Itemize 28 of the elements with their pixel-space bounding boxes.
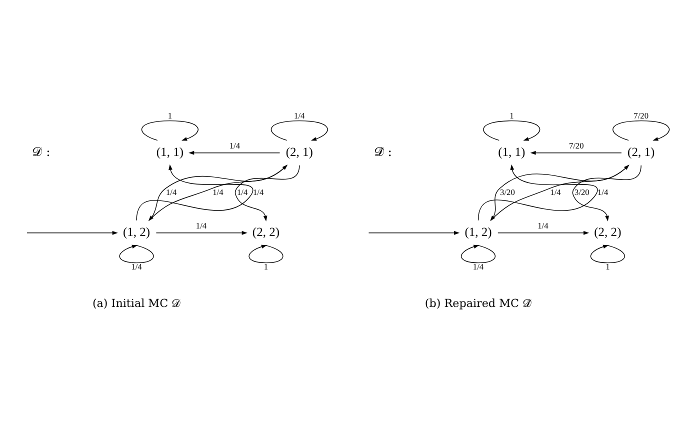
node-text: (2, 1) bbox=[286, 144, 313, 158]
arrow bbox=[156, 230, 248, 234]
arrow bbox=[368, 230, 460, 234]
node-text: (1, 2) bbox=[122, 224, 150, 238]
node-text: (2, 2) bbox=[594, 224, 622, 238]
arrow bbox=[136, 164, 254, 220]
arrow bbox=[188, 150, 280, 154]
arrow bbox=[119, 244, 154, 263]
arrow bbox=[498, 230, 590, 234]
label: (b) Repaired MC 𝒟̂ bbox=[424, 296, 532, 310]
node-text: (1, 2) bbox=[464, 224, 492, 238]
node-text: (2, 1) bbox=[628, 144, 655, 158]
arrow bbox=[270, 120, 328, 140]
label: 𝒟 : bbox=[32, 143, 50, 158]
arrow bbox=[612, 120, 670, 140]
node-text: (1, 1) bbox=[156, 144, 184, 158]
arrow bbox=[478, 164, 598, 220]
node-text: (2, 2) bbox=[252, 224, 280, 238]
arrow bbox=[483, 120, 540, 140]
label: 𝒟̂ : bbox=[374, 143, 392, 158]
arrow bbox=[142, 120, 198, 140]
node-text: (1, 1) bbox=[498, 144, 526, 158]
arrow bbox=[590, 244, 625, 263]
arrow bbox=[530, 150, 622, 154]
arrow bbox=[26, 230, 118, 234]
arrow bbox=[461, 244, 496, 263]
arrow bbox=[248, 244, 284, 263]
label: (a) Initial MC 𝒟 bbox=[92, 296, 181, 310]
